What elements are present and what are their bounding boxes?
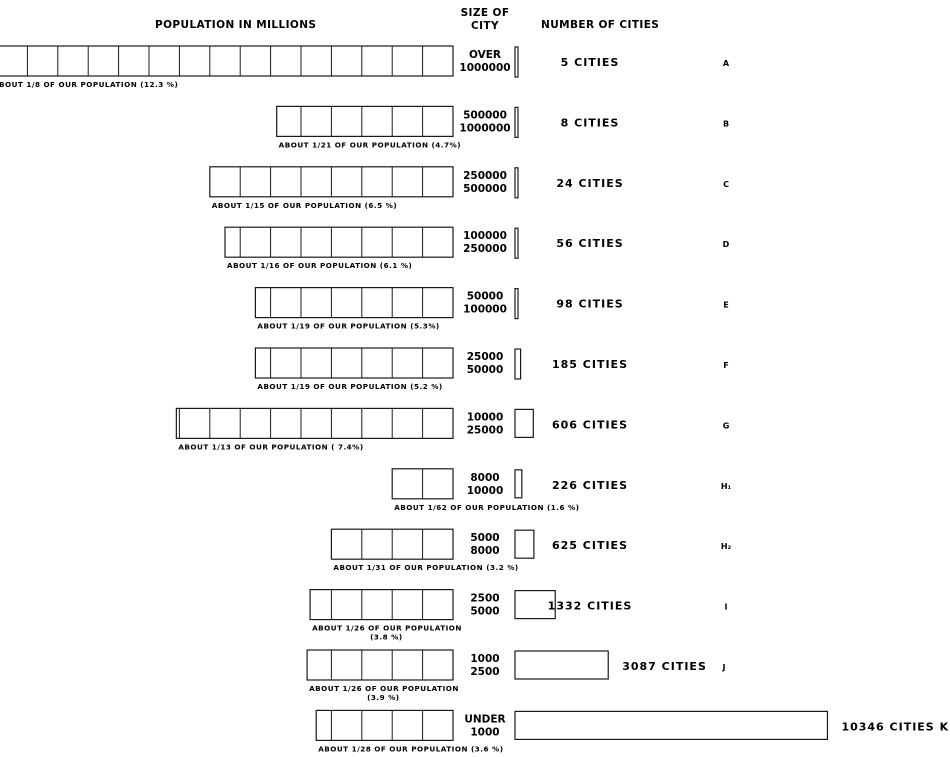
size-range-top: 100000 [463, 230, 507, 242]
population-header: POPULATION IN MILLIONS [155, 19, 316, 31]
population-caption: ABOUT 1/13 OF OUR POPULATION ( 7.4%) [178, 442, 363, 451]
population-caption: (3.8 %) [370, 633, 403, 642]
population-bar [276, 105, 454, 138]
cities-bar [514, 167, 519, 199]
row-letter: G [723, 421, 730, 430]
cities-count-label: 3087 CITIES [622, 660, 707, 673]
row-letter: H₂ [721, 542, 732, 551]
population-bar [309, 588, 454, 621]
size-range-top: 250000 [463, 170, 507, 182]
population-caption: ABOUT 1/16 OF OUR POPULATION (6.1 %) [227, 261, 412, 270]
size-range-bottom: 250000 [463, 243, 507, 255]
size-range-bottom: 50000 [467, 364, 504, 376]
row-letter: J [722, 663, 726, 672]
cities-bar [514, 650, 609, 680]
size-range-top: 2500 [470, 593, 499, 605]
population-bar [306, 649, 454, 681]
population-caption: ABOUT 1/62 OF OUR POPULATION (1.6 %) [394, 503, 579, 512]
cities-bar [514, 46, 519, 78]
size-range-top: UNDER [464, 713, 505, 725]
population-caption: ABOUT 1/28 OF OUR POPULATION (3.6 %) [318, 744, 503, 753]
size-of-city-header-line2: CITY [471, 20, 499, 32]
population-caption: ABOUT 1/8 OF OUR POPULATION (12.3 %) [0, 80, 178, 89]
row-letter: F [723, 361, 728, 370]
cities-count-label: 10346 CITIES K [841, 720, 949, 733]
size-range-bottom: 25000 [467, 424, 504, 436]
cities-count-label: 625 CITIES [552, 539, 628, 552]
cities-count-label: 8 CITIES [561, 116, 620, 129]
cities-count-label: 226 CITIES [552, 479, 628, 492]
cities-count-label: 1332 CITIES [548, 600, 633, 613]
size-range-top: 1000 [470, 653, 499, 665]
population-caption: ABOUT 1/26 OF OUR POPULATION [309, 684, 459, 693]
cities-count-label: 606 CITIES [552, 418, 628, 431]
population-bar [315, 709, 454, 742]
size-range-bottom: 8000 [470, 545, 499, 557]
size-range-top: 5000 [470, 532, 499, 544]
size-range-bottom: 2500 [470, 666, 499, 678]
cities-count-label: 24 CITIES [556, 177, 623, 190]
size-of-city-header-line1: SIZE OF [461, 7, 510, 19]
population-caption: (3.9 %) [367, 693, 400, 702]
cities-bar [514, 408, 534, 438]
population-bar [175, 407, 454, 439]
size-range-bottom: 500000 [463, 183, 507, 195]
size-range-bottom: 1000 [470, 726, 499, 738]
cities-bar [514, 710, 829, 741]
size-range-bottom: 10000 [467, 485, 504, 497]
cities-bar [514, 348, 522, 380]
cities-bar [514, 469, 523, 499]
cities-bar [514, 106, 519, 139]
population-bar [254, 347, 454, 379]
population-caption: ABOUT 1/26 OF OUR POPULATION [312, 624, 462, 633]
population-caption: ABOUT 1/19 OF OUR POPULATION (5.2 %) [257, 382, 442, 391]
cities-count-label: 5 CITIES [561, 56, 620, 69]
population-bar [254, 287, 454, 319]
row-letter: H₁ [721, 482, 732, 491]
cities-bar [514, 529, 535, 559]
size-range-top: 8000 [470, 472, 499, 484]
population-caption: ABOUT 1/19 OF OUR POPULATION (5.3%) [257, 322, 439, 331]
size-range-bottom: 1000000 [459, 122, 510, 134]
row-letter: B [723, 119, 729, 128]
cities-bar [514, 227, 519, 259]
number-of-cities-header: NUMBER OF CITIES [541, 19, 659, 31]
cities-count-label: 98 CITIES [556, 298, 623, 311]
size-range-bottom: 5000 [470, 606, 499, 618]
population-bar [0, 45, 454, 77]
size-range-top: OVER [469, 49, 501, 61]
row-letter: D [723, 240, 730, 249]
population-caption: ABOUT 1/21 OF OUR POPULATION (4.7%) [279, 140, 461, 149]
row-letter: E [723, 301, 728, 310]
population-bar [224, 226, 454, 258]
size-range-top: 10000 [467, 411, 504, 423]
chart-rows: ABOUT 1/8 OF OUR POPULATION (12.3 %) OVER… [0, 45, 949, 753]
cities-count-label: 185 CITIES [552, 358, 628, 371]
row-letter: I [725, 603, 728, 612]
size-range-bottom: 100000 [463, 304, 507, 316]
population-caption: ABOUT 1/15 OF OUR POPULATION (6.5 %) [212, 201, 397, 210]
size-range-bottom: 1000000 [459, 62, 510, 74]
population-caption: ABOUT 1/31 OF OUR POPULATION (3.2 %) [333, 563, 518, 572]
cities-count-label: 56 CITIES [556, 237, 623, 250]
row-letter: A [723, 59, 730, 68]
size-range-top: 500000 [463, 109, 507, 121]
cities-bar [514, 288, 519, 320]
size-range-top: 50000 [467, 291, 504, 303]
size-range-top: 25000 [467, 351, 504, 363]
cities-bar [514, 589, 556, 620]
row-letter: C [723, 180, 729, 189]
